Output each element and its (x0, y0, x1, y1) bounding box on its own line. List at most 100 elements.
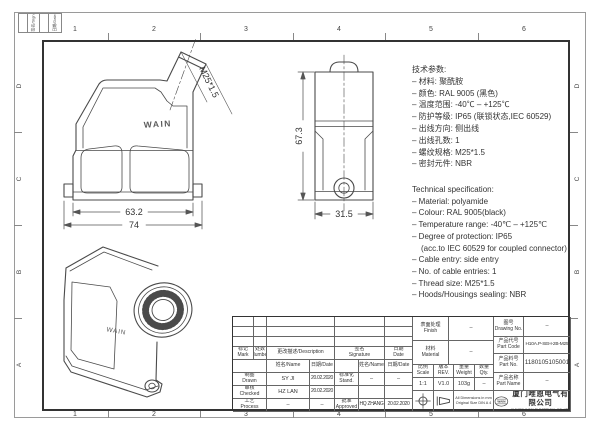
zone-tick (14, 318, 22, 319)
drawn-name: SY JI (267, 373, 310, 386)
rev-cell (233, 337, 254, 347)
scale-value: 1:1 (413, 378, 434, 391)
dim-body-width: 63.2 (125, 207, 143, 217)
iso-thread (142, 289, 184, 331)
qty-value: – (475, 378, 494, 391)
zone-tick (478, 411, 479, 418)
wain-logo-icon: WAIN (494, 395, 509, 407)
process-label: 工艺 Process (233, 399, 267, 412)
zone-number-bottom: 1 (73, 411, 77, 418)
spec-line: – Temperature range: -40℃ – +125℃ (412, 220, 548, 230)
spec-line: – 出线孔数: 1 (412, 135, 460, 145)
cell-blank (385, 386, 413, 399)
drawn-label: 制图 Drawn (233, 373, 267, 386)
zone-number-top: 3 (244, 26, 248, 33)
zone-letter-right: B (573, 269, 581, 275)
zone-tick (570, 318, 578, 319)
corner-cell (40, 14, 49, 32)
zone-letter-left: D (15, 83, 23, 89)
rev-value: V1.0 (434, 378, 454, 391)
corner-cell-date: 日期/Date (52, 14, 57, 32)
iso-flange (133, 282, 193, 338)
dimension-note: All Dimensions in mm Original Size DIN A… (454, 391, 494, 412)
rev-cell (233, 317, 254, 327)
rev-cell (254, 337, 267, 347)
zone-letter-right: C (573, 176, 581, 182)
first-angle-projection-icon (436, 396, 450, 406)
brand-mark-front: WAIN (143, 118, 172, 129)
rev-cell (385, 317, 413, 327)
spec-line: – Cable entry: side entry (412, 255, 499, 265)
part-no-label: 产品料号 Part No. (494, 354, 524, 373)
iso-bore (151, 299, 175, 321)
zone-letter-right: D (573, 83, 581, 89)
iso-boss (144, 379, 160, 393)
standard-date: – (385, 373, 413, 386)
checked-name: HZ LAN (267, 386, 310, 399)
checked-date: 20.02.2020 (310, 386, 335, 399)
cell-blank (233, 360, 267, 373)
date-header-right: 日期/Date (385, 360, 413, 373)
zone-tick (385, 411, 386, 418)
qty-label: 数量 Qty. (475, 365, 494, 378)
corner-cell-sign: 签名/Sign (28, 14, 40, 32)
dim-overall-width: 74 (129, 220, 139, 230)
rev-header-mark: 标记 Mark (233, 347, 254, 360)
specs-en-title: Technical specification: (412, 185, 494, 194)
weight-label: 重量 Weight (454, 365, 475, 378)
hood-inner-contour (82, 87, 188, 149)
zone-number-top: 1 (73, 26, 77, 33)
mounting-foot-right (192, 183, 203, 198)
name-header-left: 姓名/Name (267, 360, 310, 373)
rev-header-number: 处数 Number (254, 347, 267, 360)
note-line-2: Original Size DIN A 4 (455, 401, 492, 405)
front-view (63, 37, 207, 201)
dim-height: 67.3 (294, 127, 304, 145)
zone-tick (385, 33, 386, 40)
spec-line: (acc.to IEC 60529 for coupled connector) (421, 243, 567, 253)
spec-line: – No. of cable entries: 1 (412, 266, 497, 276)
svg-text:WAIN: WAIN (497, 399, 506, 403)
projection-symbol-cone (434, 391, 454, 412)
projection-symbol-target (413, 391, 434, 412)
spec-line: – 螺纹规格: M25*1.5 (412, 147, 485, 157)
spec-line: – 材料: 聚酰胺 (412, 76, 464, 86)
rev-cell (335, 317, 385, 327)
company-name-cn: 厦门唯恩电气有限公司 (512, 391, 569, 407)
zone-tick (108, 33, 109, 40)
zone-number-top: 2 (152, 26, 156, 33)
material-label: 材料 Material (413, 341, 449, 365)
rev-cell (233, 327, 254, 337)
zone-tick (293, 33, 294, 40)
title-block: 标记 Mark 处数 Number 更改描述/Description 签名 Si… (232, 316, 571, 412)
rev-header-signature: 签名 Signature (335, 347, 385, 360)
approved-label: 批准 Approved (335, 399, 359, 412)
zone-letter-left: B (15, 269, 23, 275)
zone-number-bottom: 4 (337, 411, 341, 418)
entry-centerline (169, 37, 197, 111)
part-no-value: 1180105105001 (524, 354, 571, 373)
spec-line: – Degree of protection: IP65 (412, 231, 513, 241)
spec-line: – Thread size: M25*1.5 (412, 278, 495, 288)
rev-cell (385, 337, 413, 347)
checked-label: 审核 Checked (233, 386, 267, 399)
process-date: – (310, 399, 335, 412)
zone-tick (14, 132, 22, 133)
standard-label: 标准化 Stand. (335, 373, 359, 386)
approved-date: 20.02.2020 (385, 399, 413, 412)
rev-cell (335, 327, 385, 337)
zone-number-bottom: 2 (152, 411, 156, 418)
note-line-1: All Dimensions in mm (455, 396, 492, 401)
zone-number-bottom: 6 (522, 411, 526, 418)
mounting-foot-left (63, 183, 74, 198)
zone-tick (570, 225, 578, 226)
zone-tick (200, 411, 201, 418)
part-code-value: H10A.P-SEH-2B-M25 (524, 337, 571, 354)
iso-side-panel (70, 281, 118, 370)
process-name: – (267, 399, 310, 412)
zone-letter-left: C (15, 176, 23, 182)
zone-number-top: 4 (337, 26, 341, 33)
rev-label: 版本 REV. (434, 365, 454, 378)
